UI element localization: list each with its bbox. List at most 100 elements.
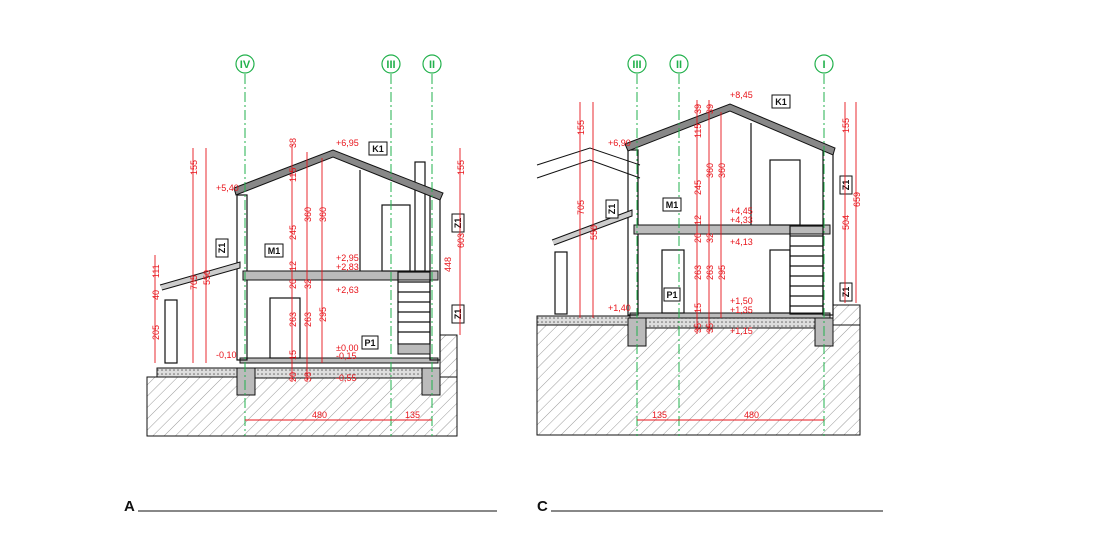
svg-text:+1,15: +1,15 <box>730 326 753 336</box>
svg-text:245: 245 <box>693 180 703 195</box>
ground-hatch <box>146 376 458 437</box>
section-title-a: A <box>124 498 497 515</box>
svg-text:20: 20 <box>288 372 298 382</box>
axis-III: III <box>381 54 401 436</box>
tag-Z1: Z1 <box>839 282 853 302</box>
terrain-slope <box>832 304 861 326</box>
svg-text:III: III <box>386 59 395 71</box>
svg-text:295: 295 <box>318 307 328 322</box>
svg-text:205: 205 <box>151 325 161 340</box>
svg-text:705: 705 <box>189 275 199 290</box>
svg-text:20: 20 <box>288 279 298 289</box>
svg-text:504: 504 <box>841 215 851 230</box>
svg-text:K1: K1 <box>775 97 787 107</box>
svg-text:C: C <box>537 498 548 515</box>
stairs <box>789 225 824 315</box>
svg-text:P1: P1 <box>666 290 677 300</box>
svg-text:Z1: Z1 <box>453 309 463 320</box>
tag-K1: K1 <box>771 94 791 109</box>
svg-text:550: 550 <box>589 225 599 240</box>
ground-hatch <box>536 324 861 436</box>
svg-text:480: 480 <box>312 410 327 420</box>
svg-text:Z1: Z1 <box>841 180 851 191</box>
section-c: III II I K1 Z1 M1 Z1 Z1 P1 155 705 550 3… <box>536 54 862 436</box>
tag-K1: K1 <box>368 141 388 156</box>
foundation-left <box>236 367 256 396</box>
terrain-slope <box>439 334 458 378</box>
svg-text:480: 480 <box>744 410 759 420</box>
section-a: IV III II K1 Z1 M1 Z1 Z1 P1 155 705 550 … <box>146 54 466 437</box>
tag-Z1: Z1 <box>451 213 465 233</box>
svg-text:360: 360 <box>318 207 328 222</box>
svg-text:15: 15 <box>693 303 703 313</box>
axis-III: III <box>627 54 647 436</box>
first-floor-slab <box>242 270 439 281</box>
svg-text:360: 360 <box>303 207 313 222</box>
tag-M1: M1 <box>264 243 284 258</box>
door-upper <box>769 159 801 226</box>
svg-text:+8,45: +8,45 <box>730 90 753 100</box>
svg-text:111: 111 <box>151 264 161 278</box>
svg-text:M1: M1 <box>666 200 679 210</box>
svg-text:M1: M1 <box>268 246 281 256</box>
svg-text:15: 15 <box>288 350 298 360</box>
door-upper <box>381 204 411 272</box>
svg-text:245: 245 <box>288 225 298 240</box>
svg-text:Z1: Z1 <box>841 287 851 298</box>
terrace-gravel <box>536 315 631 326</box>
svg-text:603: 603 <box>456 233 466 248</box>
svg-text:Z1: Z1 <box>453 218 463 229</box>
canopy-post <box>554 251 568 315</box>
svg-text:659: 659 <box>852 192 862 207</box>
neighbour-roof-inner <box>536 159 641 179</box>
svg-text:+1,40: +1,40 <box>608 303 631 313</box>
svg-text:39: 39 <box>693 104 703 114</box>
svg-text:40: 40 <box>151 290 161 300</box>
svg-text:39: 39 <box>705 104 715 114</box>
svg-text:32: 32 <box>303 279 313 289</box>
svg-text:P1: P1 <box>364 338 375 348</box>
neighbour-roof <box>536 147 641 166</box>
svg-text:+2,63: +2,63 <box>336 285 359 295</box>
first-floor-slab <box>633 224 831 235</box>
svg-text:263: 263 <box>303 312 313 327</box>
svg-text:115: 115 <box>693 124 703 138</box>
svg-text:263: 263 <box>288 312 298 327</box>
axis-II: II <box>422 54 442 436</box>
svg-text:550: 550 <box>202 270 212 285</box>
svg-text:III: III <box>632 59 641 71</box>
svg-text:360: 360 <box>705 163 715 178</box>
svg-text:Z1: Z1 <box>607 204 617 215</box>
section-title-c: C <box>537 498 883 515</box>
dimensions-a: 155 705 550 111 40 205 38 115 245 12 20 … <box>151 138 466 421</box>
svg-text:K1: K1 <box>372 144 384 154</box>
tag-Z1: Z1 <box>215 238 229 258</box>
svg-text:295: 295 <box>717 265 727 280</box>
svg-text:-0,15: -0,15 <box>336 351 357 361</box>
tag-Z1: Z1 <box>839 175 853 195</box>
svg-text:I: I <box>822 59 825 71</box>
svg-text:±0,00: ±0,00 <box>336 343 358 353</box>
svg-text:115: 115 <box>288 168 298 182</box>
svg-text:35: 35 <box>705 323 715 333</box>
door <box>661 249 685 314</box>
svg-text:20: 20 <box>693 233 703 243</box>
svg-text:+4,33: +4,33 <box>730 215 753 225</box>
svg-text:135: 135 <box>405 410 420 420</box>
axis-II: II <box>669 54 689 436</box>
svg-text:II: II <box>676 59 682 71</box>
svg-text:+6,95: +6,95 <box>336 138 359 148</box>
stairs <box>397 271 431 355</box>
svg-text:38: 38 <box>288 138 298 148</box>
svg-text:+2,83: +2,83 <box>336 262 359 272</box>
svg-text:263: 263 <box>705 265 715 280</box>
svg-text:38: 38 <box>303 372 313 382</box>
svg-text:360: 360 <box>717 163 727 178</box>
chimney <box>414 161 426 272</box>
svg-text:+4,45: +4,45 <box>730 206 753 216</box>
svg-text:12: 12 <box>288 261 298 271</box>
terrace-gravel <box>156 367 243 378</box>
axis-I: I <box>814 54 834 436</box>
svg-text:+2,95: +2,95 <box>336 253 359 263</box>
